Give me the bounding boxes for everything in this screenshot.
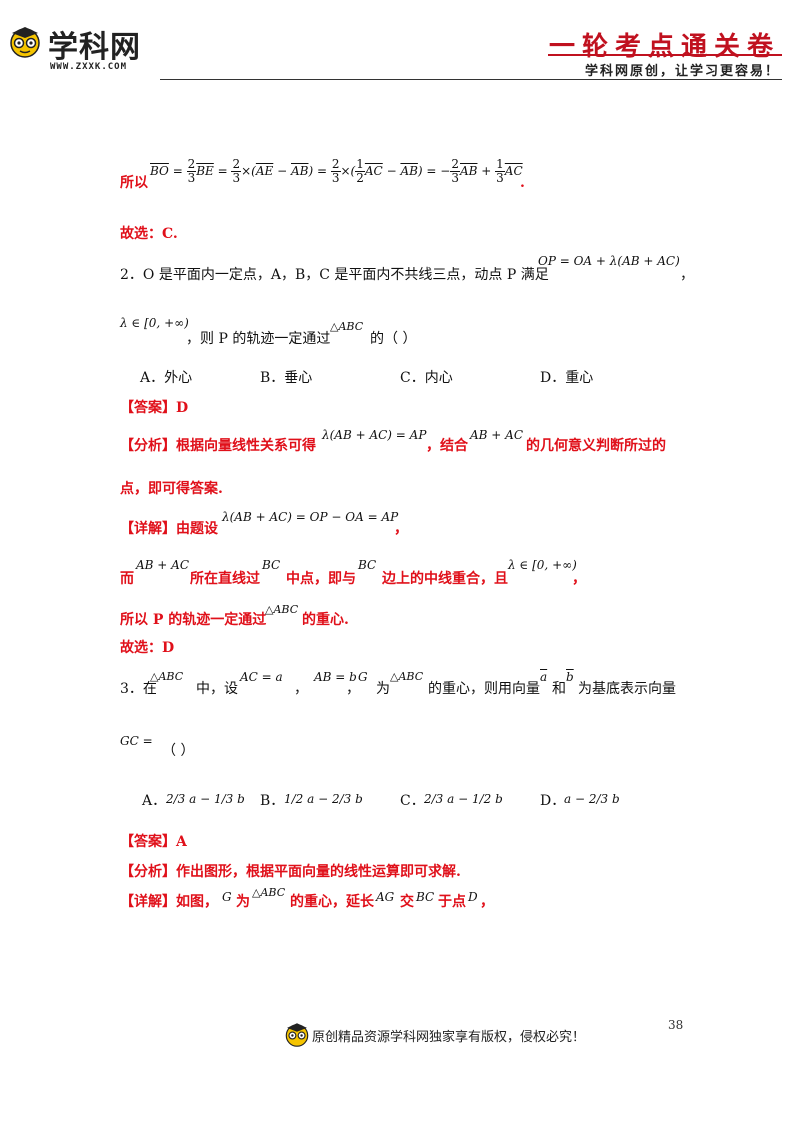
q2-line2-a: 而	[120, 571, 134, 587]
footer-copyright: 原创精品资源学科网独家享有版权，侵权必究！	[312, 1030, 586, 1045]
q3-detail-ag: AG	[376, 890, 395, 904]
q2-line2-bc2: BC	[358, 558, 377, 572]
q3-s8: 为基底表示向量	[578, 681, 676, 697]
q2-analysis-c: 的几何意义判断所过的	[526, 438, 666, 454]
q2-detail-formula: λ(AB + AC) = OP − OA = AP	[222, 510, 399, 524]
prev-choose: 故选：C.	[120, 226, 178, 242]
q2-stem-a: 2．O 是平面内一定点，A，B，C 是平面内不共线三点，动点 P 满足	[120, 267, 549, 283]
q2-line3-b: 的重心.	[302, 612, 349, 628]
footer-mascot-icon	[285, 1023, 309, 1047]
q2-choose: 故选：D	[120, 640, 175, 656]
q2-lambda-range: λ ∈ [0, +∞)	[120, 316, 189, 330]
q2-analysis-a: 【分析】根据向量线性关系可得	[120, 438, 316, 454]
header-title: 一轮考点通关卷	[548, 32, 780, 62]
q2-analysis-formula: λ(AB + AC) = AP	[322, 428, 427, 442]
q2-stem-formula: OP = OA + λ(AB + AC)	[538, 254, 680, 268]
q3-option-c-label: C．	[400, 793, 425, 809]
q2-detail-a: 【详解】由题设	[120, 521, 218, 537]
q2-option-c: C．内心	[400, 370, 453, 386]
q3-detail-c: 的重心，延长	[290, 894, 374, 910]
q3-tri2: △ABC	[390, 670, 424, 683]
q3-detail-b: 为	[236, 894, 250, 910]
q3-option-d-label: D．	[540, 793, 566, 809]
prev-period: .	[520, 175, 525, 191]
q3-option-a: 2/3 a − 1/3 b	[166, 792, 245, 806]
logo-mascot-icon	[10, 27, 40, 58]
q2-line2-b: 所在直线过	[190, 571, 260, 587]
q2-analysis-formula2: AB + AC	[470, 428, 524, 442]
q3-tri: △ABC	[150, 670, 184, 683]
q3-option-b-label: B．	[260, 793, 285, 809]
q3-detail-dpt: D	[468, 890, 478, 904]
q2-line2-d: 边上的中线重合，且	[382, 571, 508, 587]
q3-s6: 的重心，则用向量	[428, 681, 540, 697]
q2-option-d: D．重心	[540, 370, 594, 386]
q3-option-b: 1/2 a − 2/3 b	[284, 792, 363, 806]
logo-text: 学科网	[48, 30, 141, 65]
so-label: 所以	[120, 175, 148, 191]
q2-option-a: A．外心	[140, 370, 193, 386]
q3-s2: 中，设	[196, 681, 238, 697]
q3-gc: GC =	[120, 734, 153, 748]
header-red-rule	[548, 54, 782, 56]
q3-detail-a: 【详解】如图，	[120, 894, 218, 910]
q3-s7: 和	[552, 681, 566, 697]
q3-detail-g: G	[222, 890, 232, 904]
q3-s1: 3．在	[120, 681, 157, 697]
q2-triangle: △ABC	[330, 320, 364, 333]
q3-answer: 【答案】A	[120, 834, 187, 850]
q2-line3-a: 所以 P 的轨迹一定通过	[120, 612, 267, 628]
q2-option-b: B．垂心	[260, 370, 313, 386]
q2-comma: ，	[680, 267, 694, 283]
q2-detail-comma: ，	[394, 521, 408, 537]
q2-line2-bc: BC	[262, 558, 281, 572]
q3-option-a-label: A．	[142, 793, 167, 809]
q3-analysis: 【分析】作出图形，根据平面向量的线性运算即可求解.	[120, 864, 461, 880]
q2-analysis-d: 点，即可得答案.	[120, 481, 223, 497]
q3-paren: （ ）	[162, 743, 195, 759]
q2-stem-c: 的（ ）	[370, 331, 417, 347]
q3-detail-tri: △ABC	[252, 886, 286, 899]
q2-line2-lambda: λ ∈ [0, +∞)	[508, 558, 577, 572]
q3-f2: AB = b	[314, 670, 357, 684]
q3-s4: ，	[346, 681, 360, 697]
q3-g: G	[358, 670, 368, 684]
q2-analysis-b: ，结合	[426, 438, 468, 454]
q3-va: a	[540, 670, 548, 684]
q2-line2-e: ，	[572, 571, 586, 587]
q2-line2-f1: AB + AC	[136, 558, 190, 572]
q3-detail-f: ，	[480, 894, 494, 910]
q3-option-d: a − 2/3 b	[564, 792, 620, 806]
q3-detail-bc: BC	[416, 890, 435, 904]
header-divider	[160, 79, 782, 80]
q3-f1: AC = a	[240, 670, 283, 684]
q2-line3-tri: △ABC	[265, 603, 299, 616]
q3-detail-d: 交	[400, 894, 414, 910]
q3-s3: ，	[294, 681, 308, 697]
q3-s5: 为	[376, 681, 390, 697]
header-subtitle: 学科网原创，让学习更容易！	[584, 64, 780, 79]
q3-vb: b	[566, 670, 574, 684]
page-number: 38	[668, 1018, 684, 1032]
q3-detail-e: 于点	[438, 894, 466, 910]
logo-url: WWW.ZXXK.COM	[50, 62, 128, 72]
q2-stem-b: ，则 P 的轨迹一定通过	[186, 331, 331, 347]
q3-option-c: 2/3 a − 1/2 b	[424, 792, 503, 806]
q2-answer: 【答案】D	[120, 400, 189, 416]
q2-line2-c: 中点，即与	[286, 571, 356, 587]
